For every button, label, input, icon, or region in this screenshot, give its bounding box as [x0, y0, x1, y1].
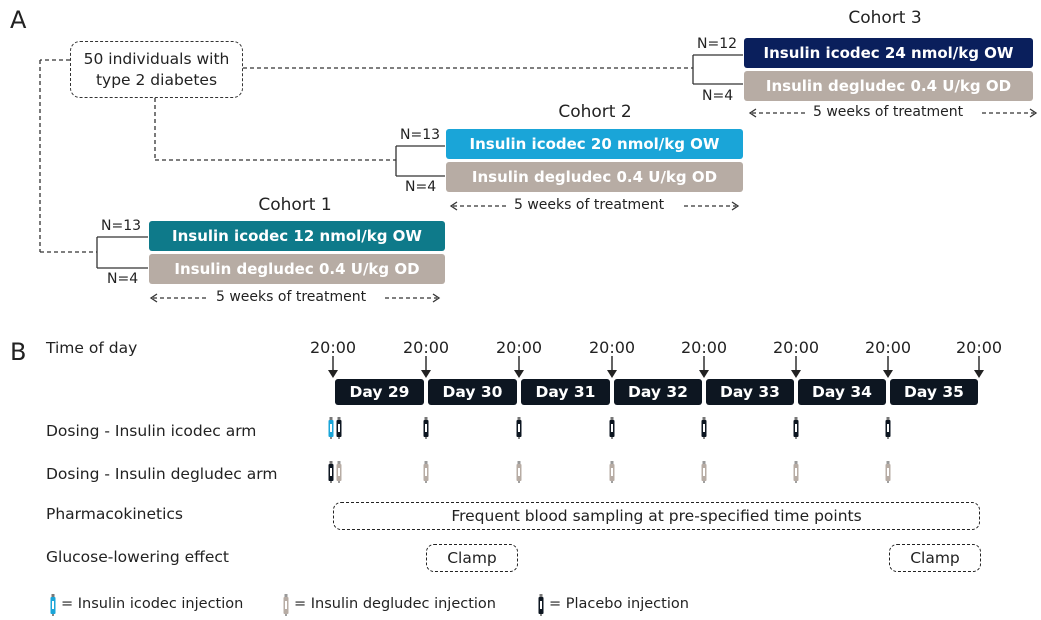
pen-degludec-icon [423, 461, 429, 483]
cohort-1-icodec-arm: Insulin icodec 12 nmol/kg OW [149, 221, 445, 251]
legend-placebo-text: = Placebo injection [549, 596, 689, 612]
pen-degludec-icon [336, 461, 342, 483]
row-label-time-of-day: Time of day [46, 339, 138, 357]
pen-degludec-icon [701, 461, 707, 483]
pen-placebo-icon [609, 417, 615, 439]
time-label: 20:00 [956, 338, 1003, 357]
pen-placebo-icon [336, 417, 342, 439]
pk-sampling-text: Frequent blood sampling at pre-specified… [451, 507, 862, 525]
time-label: 20:00 [496, 338, 543, 357]
cohort-3-degludec-arm: Insulin degludec 0.4 U/kg OD [744, 71, 1033, 101]
day-box: Day 31 [521, 379, 610, 405]
day-box: Day 30 [428, 379, 517, 405]
time-arrows [328, 356, 984, 378]
panel-b-letter: B [10, 338, 27, 366]
legend-icodec-pen-icon [50, 594, 56, 616]
time-label: 20:00 [773, 338, 820, 357]
time-label: 20:00 [403, 338, 450, 357]
pen-degludec-icon [885, 461, 891, 483]
legend-icodec-text: = Insulin icodec injection [61, 596, 244, 612]
cohort-1-degludec-n: N=4 [107, 271, 139, 287]
cohort-2-degludec-arm: Insulin degludec 0.4 U/kg OD [446, 162, 743, 192]
pen-icodec-icon [328, 417, 334, 439]
pen-placebo-icon [793, 417, 799, 439]
clamp-box: Clamp [889, 544, 981, 572]
pen-placebo-icon [885, 417, 891, 439]
pen-placebo-icon [328, 461, 334, 483]
pk-sampling-box: Frequent blood sampling at pre-specified… [333, 502, 980, 530]
legend-degludec-text: = Insulin degludec injection [294, 596, 496, 612]
population-line-2: type 2 diabetes [95, 70, 218, 89]
cohort-1-title: Cohort 1 [258, 195, 332, 215]
day-box: Day 29 [335, 379, 424, 405]
panel-a-letter: A [10, 6, 27, 34]
time-label: 20:00 [681, 338, 728, 357]
pen-placebo-icon [423, 417, 429, 439]
row-label-pharmacokinetics: Pharmacokinetics [46, 505, 183, 523]
time-label: 20:00 [310, 338, 357, 357]
clamp-label: Clamp [447, 549, 497, 567]
row-label-dosing-icodec: Dosing - Insulin icodec arm [46, 422, 257, 440]
day-box: Day 32 [614, 379, 702, 405]
day-box: Day 35 [890, 379, 978, 405]
time-label: 20:00 [589, 338, 636, 357]
cohort-1-icodec-n: N=13 [101, 218, 142, 234]
pen-placebo-icon [516, 417, 522, 439]
population-line-1: 50 individuals with [83, 49, 230, 68]
clamp-label: Clamp [910, 549, 960, 567]
cohort-3-title: Cohort 3 [848, 8, 922, 28]
cohort-3-degludec-n: N=4 [702, 88, 734, 104]
cohort-3-icodec-n: N=12 [697, 36, 738, 52]
degludec-arm-doses [328, 461, 891, 483]
legend-degludec-pen-icon [283, 594, 289, 616]
cohort-2-weeks: 5 weeks of treatment [514, 197, 665, 213]
cohort-3-icodec-arm: Insulin icodec 24 nmol/kg OW [744, 38, 1033, 68]
cohort-3-weeks: 5 weeks of treatment [813, 104, 964, 120]
cohort-2-icodec-arm: Insulin icodec 20 nmol/kg OW [446, 129, 743, 159]
cohort-1-degludec-arm: Insulin degludec 0.4 U/kg OD [149, 254, 445, 284]
day-box: Day 33 [706, 379, 794, 405]
row-label-dosing-degludec: Dosing - Insulin degludec arm [46, 465, 278, 483]
pen-degludec-icon [793, 461, 799, 483]
pen-degludec-icon [516, 461, 522, 483]
cohort-1-weeks: 5 weeks of treatment [216, 289, 367, 305]
cohort-2-degludec-n: N=4 [405, 179, 437, 195]
icodec-arm-doses [328, 417, 891, 439]
cohort-2-icodec-n: N=13 [400, 127, 441, 143]
pen-placebo-icon [701, 417, 707, 439]
clamp-box: Clamp [426, 544, 518, 572]
legend-placebo-pen-icon [538, 594, 544, 616]
population-box: 50 individuals with type 2 diabetes [70, 41, 243, 98]
cohort-2-title: Cohort 2 [558, 102, 632, 122]
time-label: 20:00 [865, 338, 912, 357]
row-label-glucose-lowering: Glucose-lowering effect [46, 548, 229, 566]
pen-degludec-icon [609, 461, 615, 483]
day-box: Day 34 [798, 379, 886, 405]
